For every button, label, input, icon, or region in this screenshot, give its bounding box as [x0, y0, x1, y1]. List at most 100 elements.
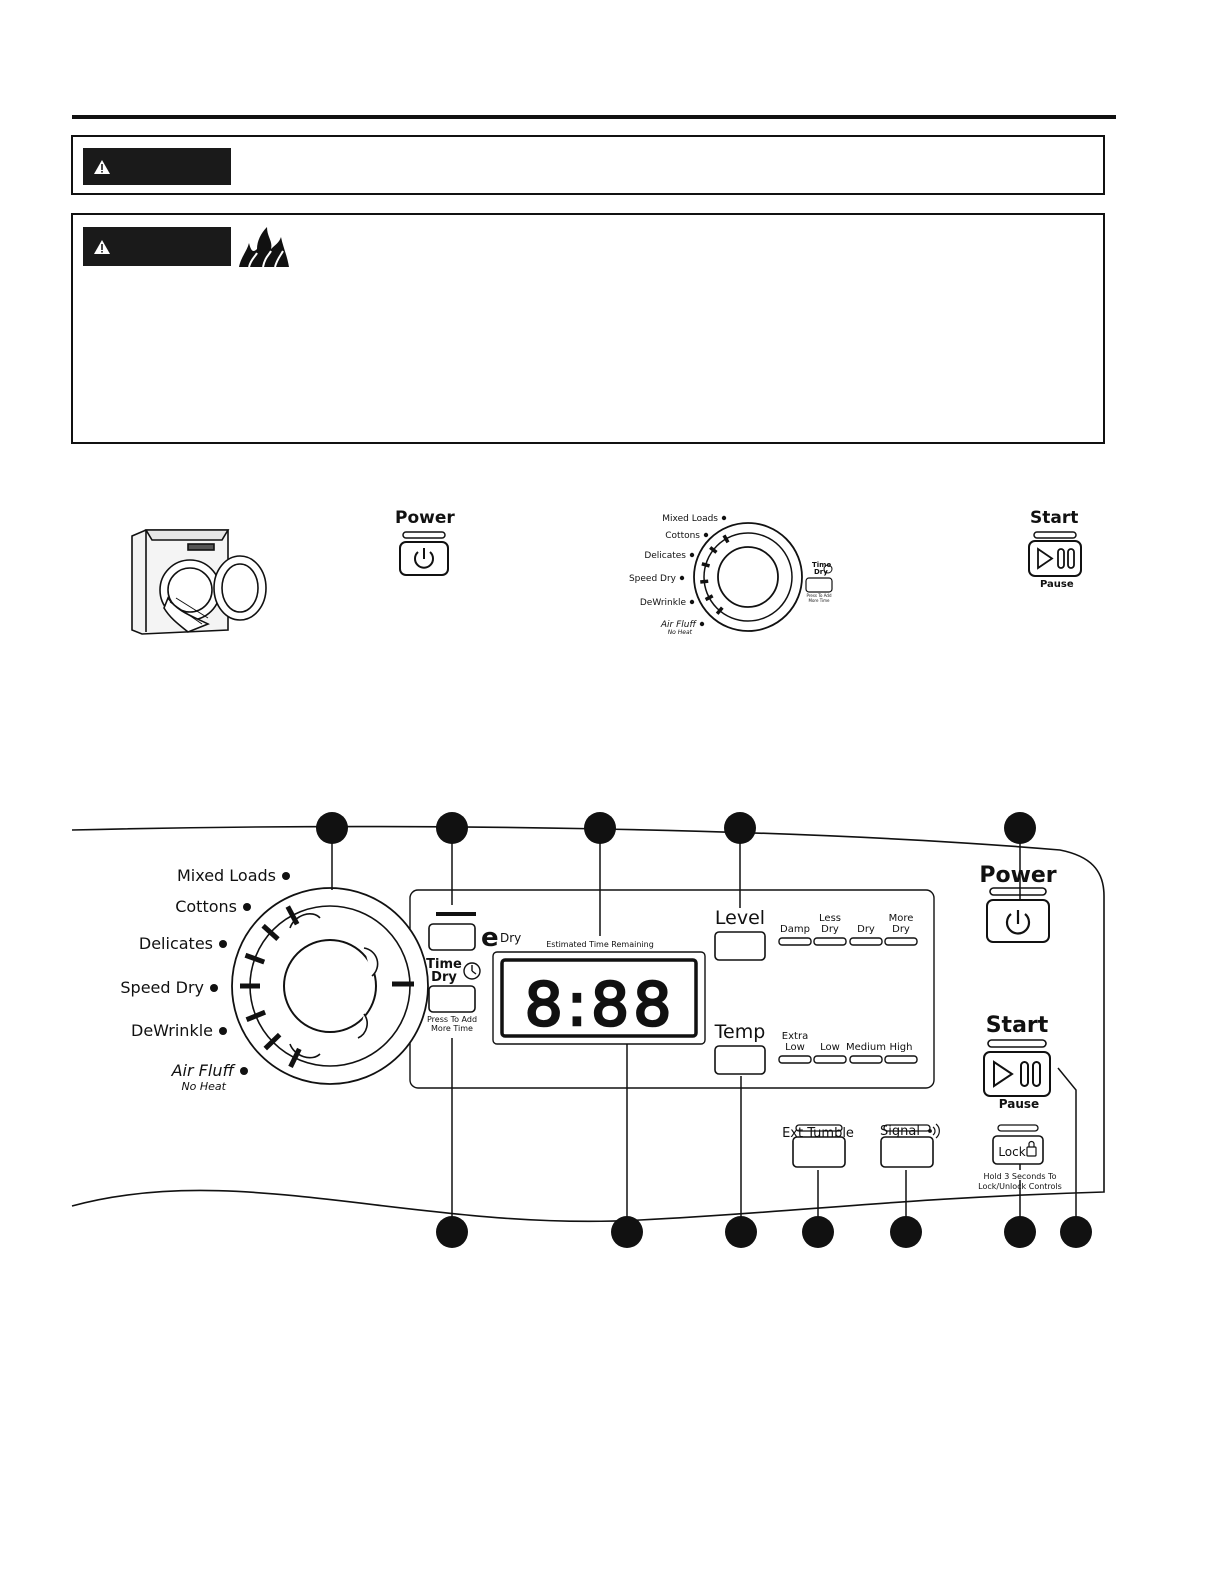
svg-text:e: e	[481, 923, 499, 953]
panel-cycle-indicator[interactable]	[219, 940, 227, 948]
option-label: Extra	[782, 1031, 808, 1042]
panel-pause-label: Pause	[999, 1097, 1039, 1111]
svg-text:Time: Time	[812, 561, 831, 569]
option-label: Less	[819, 913, 841, 924]
quick-cycle-indicator	[721, 515, 727, 521]
option-indicator	[884, 937, 918, 946]
callout-marker	[725, 1216, 757, 1248]
warning-icon	[94, 159, 110, 174]
quick-start-title: Start	[1030, 508, 1079, 528]
quick-start-button[interactable]	[1026, 530, 1084, 578]
fire-icon	[239, 227, 289, 268]
warning-box-2	[71, 213, 1105, 444]
quick-cycle-tick	[709, 546, 718, 554]
option-label: Dry	[892, 924, 910, 935]
option-indicator	[778, 1055, 812, 1064]
quick-cycle-tick	[700, 579, 709, 584]
option-label: High	[890, 1042, 913, 1053]
option-label: Low	[785, 1042, 805, 1053]
option-indicator	[813, 937, 847, 946]
quick-cycle-indicator	[689, 552, 695, 558]
svg-text:Press To Add: Press To Add	[806, 593, 831, 598]
callout-marker	[1004, 1216, 1036, 1248]
quick-cycle-label: Mixed Loads	[662, 514, 718, 524]
panel-cycle-label: Cottons	[175, 897, 237, 916]
panel-cycle-indicator[interactable]	[210, 984, 218, 992]
warning-badge-1	[83, 148, 231, 185]
svg-text:More Time: More Time	[431, 1024, 473, 1033]
play-pause-icon	[1037, 547, 1075, 570]
panel-cycle-label: Speed Dry	[120, 978, 204, 997]
quick-cycle-label: DeWrinkle	[640, 598, 687, 608]
option-label: Dry	[821, 924, 839, 935]
option-indicator	[778, 937, 812, 946]
panel-cycle-tick	[261, 923, 280, 942]
callout-marker	[584, 812, 616, 844]
quick-cycle-indicator	[699, 621, 705, 627]
option-indicator	[884, 1055, 918, 1064]
dryer-door-open-illustration	[131, 529, 267, 635]
panel-cycle-indicator[interactable]	[243, 903, 251, 911]
quick-cycle-label: Air Fluff	[660, 620, 698, 630]
panel-cycle-tick	[263, 1032, 282, 1051]
svg-text:Dry: Dry	[431, 970, 457, 985]
panel-air-fluff-sub: No Heat	[181, 1080, 226, 1093]
quick-cycle-label: Speed Dry	[629, 574, 677, 584]
panel-cycle-label: Air Fluff	[171, 1061, 237, 1080]
quick-cycle-indicator	[679, 575, 685, 581]
svg-text:Time: Time	[426, 957, 462, 972]
lock-label: Lock	[998, 1145, 1025, 1159]
panel-cycle-label: Delicates	[139, 934, 213, 953]
display-caption: Estimated Time Remaining	[546, 940, 654, 949]
callout-marker	[611, 1216, 643, 1248]
panel-cycle-label: Mixed Loads	[177, 866, 276, 885]
option-label: More	[889, 913, 914, 924]
warning-badge-2	[83, 227, 231, 266]
callout-marker	[1060, 1216, 1092, 1248]
quick-pause-label: Pause	[1040, 579, 1074, 590]
panel-cycle-tick	[285, 905, 300, 926]
temp-title: Temp	[714, 1021, 766, 1043]
option-label: Low	[820, 1042, 840, 1053]
svg-text:Press To Add: Press To Add	[427, 1015, 477, 1024]
panel-cycle-tick	[288, 1047, 302, 1068]
callout-marker	[1004, 812, 1036, 844]
quick-air-fluff-sub: No Heat	[668, 629, 693, 636]
quick-cycle-label: Cottons	[665, 531, 700, 541]
quick-cycle-tick	[722, 534, 730, 544]
quick-power-title: Power	[395, 508, 455, 528]
header-rule	[72, 115, 1116, 119]
option-label: Damp	[780, 924, 810, 935]
play-pause-icon	[993, 1060, 1041, 1088]
quick-cycle-tick	[701, 562, 711, 568]
option-indicator	[849, 1055, 883, 1064]
panel-cycle-indicator[interactable]	[240, 1067, 248, 1075]
warning-icon	[94, 239, 110, 254]
panel-cycle-tick	[244, 952, 266, 965]
panel-cycle-label: DeWrinkle	[131, 1021, 213, 1040]
quick-cycle-label: Delicates	[644, 551, 686, 561]
callout-marker	[890, 1216, 922, 1248]
power-icon	[414, 548, 434, 569]
display-digits: 8:88	[525, 970, 676, 1040]
callout-marker	[802, 1216, 834, 1248]
callout-marker	[436, 812, 468, 844]
warning-box-1	[71, 135, 1105, 195]
option-indicator	[849, 937, 883, 946]
panel-cycle-indicator[interactable]	[219, 1027, 227, 1035]
quick-power-button[interactable]	[397, 530, 451, 578]
svg-text:More Time: More Time	[809, 598, 831, 603]
callout-marker	[316, 812, 348, 844]
quick-cycle-indicator	[703, 532, 709, 538]
option-label: Medium	[846, 1042, 886, 1053]
panel-cycle-indicator[interactable]	[282, 872, 290, 880]
lock-note-1: Hold 3 Seconds To	[984, 1172, 1057, 1181]
callout-marker	[436, 1216, 468, 1248]
edry-label: Dry	[500, 931, 521, 945]
quick-cycle-tick	[704, 594, 714, 602]
option-label: Dry	[857, 924, 875, 935]
panel-power-title: Power	[979, 863, 1056, 888]
lock-icon	[1026, 1140, 1037, 1157]
